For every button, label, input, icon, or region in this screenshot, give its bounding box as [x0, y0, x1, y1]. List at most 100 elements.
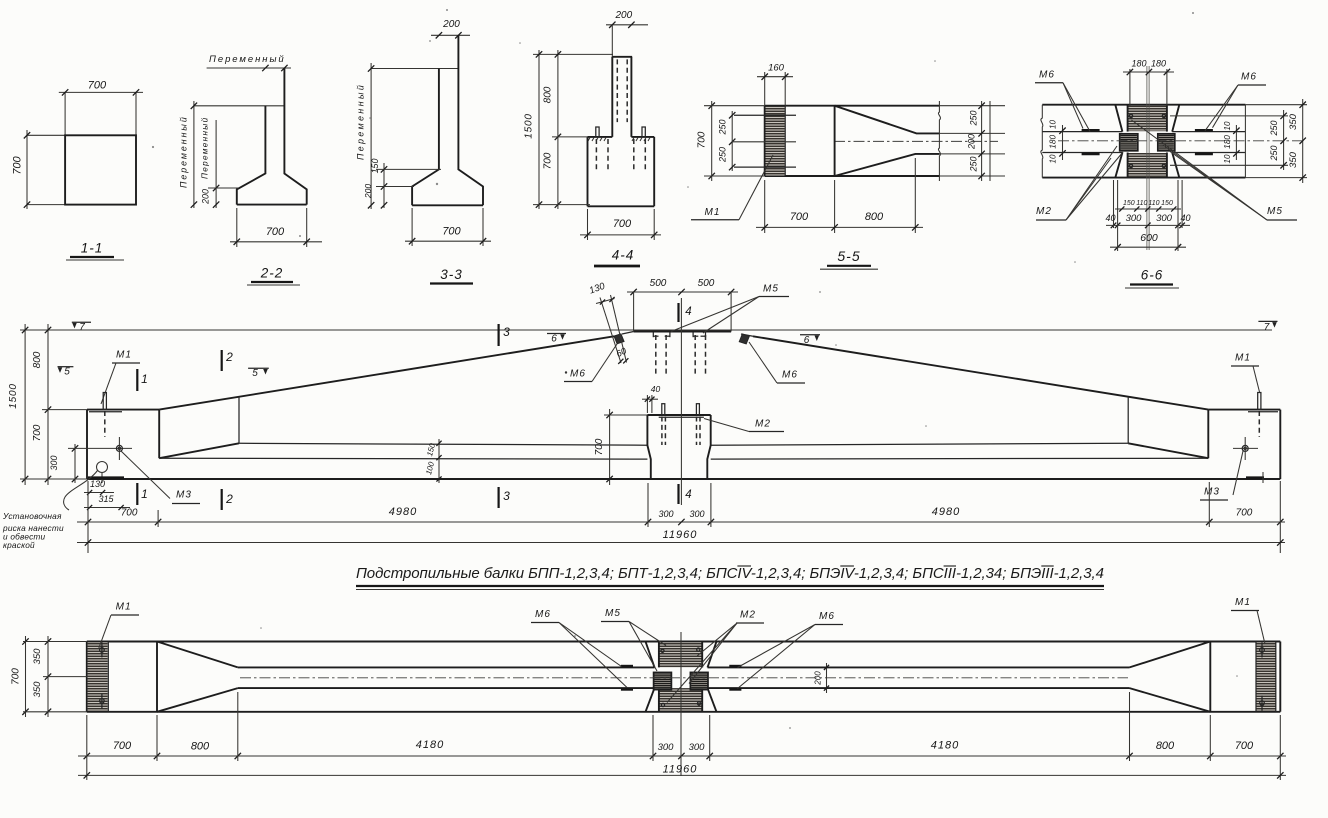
svg-text:350: 350 — [1288, 151, 1299, 168]
svg-text:3: 3 — [503, 489, 510, 503]
svg-text:180: 180 — [1151, 59, 1166, 69]
svg-text:700: 700 — [88, 80, 107, 92]
svg-text:250: 250 — [718, 147, 728, 163]
svg-text:7: 7 — [1264, 322, 1270, 333]
svg-text:М6: М6 — [1241, 72, 1257, 83]
svg-text:11960: 11960 — [663, 763, 698, 775]
svg-text:200: 200 — [967, 134, 977, 150]
svg-text:700: 700 — [790, 211, 809, 223]
svg-text:110: 110 — [1136, 200, 1147, 207]
svg-text:4180: 4180 — [416, 739, 444, 751]
svg-text:600: 600 — [1140, 232, 1158, 244]
svg-text:10: 10 — [1223, 154, 1232, 163]
svg-text:180: 180 — [1048, 134, 1058, 148]
svg-text:2: 2 — [225, 350, 233, 364]
svg-text:160: 160 — [768, 63, 785, 74]
svg-text:4-4: 4-4 — [612, 248, 635, 263]
svg-text:100: 100 — [424, 460, 436, 476]
svg-text:300: 300 — [658, 742, 675, 753]
svg-text:М3: М3 — [1204, 487, 1220, 498]
svg-text:5: 5 — [252, 368, 258, 379]
svg-text:315: 315 — [98, 494, 114, 504]
svg-text:М5: М5 — [605, 608, 621, 619]
svg-text:10: 10 — [1049, 154, 1058, 163]
svg-text:М6: М6 — [570, 369, 586, 380]
svg-text:Подстропильные балки БПП-1,2,3: Подстропильные балки БПП-1,2,3,4; БПТ-1,… — [356, 565, 1104, 582]
svg-text:150: 150 — [1123, 200, 1135, 207]
svg-text:1: 1 — [141, 372, 148, 386]
svg-text:6: 6 — [804, 335, 810, 346]
svg-text:6-6: 6-6 — [1141, 268, 1164, 283]
svg-text:1500: 1500 — [524, 113, 535, 138]
svg-text:10: 10 — [1049, 120, 1058, 129]
svg-text:300: 300 — [689, 742, 706, 753]
svg-text:М1: М1 — [1235, 597, 1251, 608]
svg-text:4180: 4180 — [931, 740, 959, 752]
svg-text:700: 700 — [613, 218, 632, 230]
svg-text:150: 150 — [1161, 200, 1173, 207]
svg-text:350: 350 — [1288, 113, 1299, 130]
svg-text:200: 200 — [201, 189, 211, 205]
svg-text:110: 110 — [1148, 200, 1159, 207]
svg-text:350: 350 — [32, 681, 43, 698]
svg-text:М2: М2 — [740, 610, 756, 621]
svg-text:4: 4 — [685, 489, 691, 501]
svg-text:М5: М5 — [1267, 206, 1283, 217]
svg-text:3: 3 — [503, 325, 510, 339]
svg-text:Установочная: Установочная — [2, 511, 62, 521]
svg-text:3-3: 3-3 — [440, 267, 463, 282]
svg-text:700: 700 — [442, 225, 461, 237]
svg-text:11960: 11960 — [663, 529, 698, 541]
svg-text:700: 700 — [113, 740, 132, 752]
svg-text:М1: М1 — [116, 602, 132, 613]
svg-text:4: 4 — [685, 306, 691, 318]
svg-text:М1: М1 — [116, 350, 132, 361]
svg-text:М5: М5 — [763, 284, 779, 295]
svg-text:800: 800 — [191, 741, 210, 753]
svg-text:250: 250 — [1269, 145, 1279, 161]
svg-text:1: 1 — [141, 487, 148, 501]
svg-text:М3: М3 — [176, 490, 192, 501]
svg-text:М2: М2 — [1036, 206, 1052, 217]
svg-text:300: 300 — [1126, 213, 1143, 224]
svg-text:200: 200 — [614, 10, 632, 21]
svg-text:и обвести: и обвести — [3, 532, 46, 542]
svg-text:4980: 4980 — [932, 506, 960, 518]
svg-text:200: 200 — [814, 671, 823, 686]
svg-text:риска нанести: риска нанести — [2, 523, 64, 533]
svg-text:300: 300 — [658, 509, 673, 519]
svg-text:800: 800 — [1156, 740, 1175, 752]
svg-text:1-1: 1-1 — [81, 241, 104, 256]
svg-text:700: 700 — [594, 438, 605, 455]
svg-text:130: 130 — [90, 479, 105, 489]
svg-text:300: 300 — [1156, 213, 1173, 224]
svg-text:250: 250 — [1269, 120, 1279, 136]
svg-text:40: 40 — [1180, 213, 1190, 223]
svg-text:2-2: 2-2 — [260, 266, 284, 281]
svg-text:Переменный: Переменный — [209, 54, 285, 65]
svg-text:180: 180 — [1222, 135, 1232, 149]
svg-text:4980: 4980 — [389, 506, 417, 518]
svg-text:130: 130 — [588, 281, 607, 297]
svg-text:60: 60 — [615, 346, 628, 359]
svg-text:2: 2 — [225, 492, 233, 506]
svg-text:700: 700 — [32, 424, 43, 441]
svg-text:700: 700 — [266, 226, 285, 238]
svg-text:800: 800 — [32, 351, 43, 368]
svg-text:800: 800 — [865, 211, 884, 223]
svg-text:10: 10 — [1223, 121, 1232, 130]
svg-text:М2: М2 — [755, 419, 771, 430]
svg-text:250: 250 — [969, 156, 979, 172]
svg-text:40: 40 — [651, 384, 661, 394]
svg-text:700: 700 — [1236, 508, 1253, 519]
svg-text:700: 700 — [12, 155, 24, 174]
svg-text:150: 150 — [370, 159, 380, 174]
svg-text:краской: краской — [3, 540, 35, 550]
svg-text:6: 6 — [551, 334, 557, 345]
svg-text:250: 250 — [969, 110, 979, 126]
svg-text:200: 200 — [442, 19, 460, 30]
svg-text:350: 350 — [32, 648, 43, 665]
svg-text:1500: 1500 — [8, 383, 19, 408]
svg-text:М6: М6 — [535, 609, 551, 620]
svg-text:300: 300 — [689, 509, 704, 519]
